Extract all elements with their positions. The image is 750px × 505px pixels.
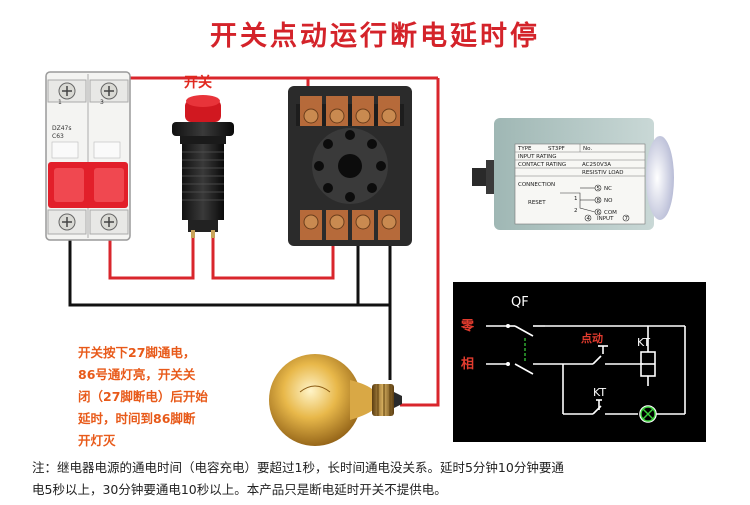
circuit-breaker: DZ47s C63 1 3 [45, 71, 131, 241]
timer-nc-label: NC [604, 186, 612, 192]
timer-input-rating-label: INPUT RATING [518, 154, 556, 160]
timer-contact-rating-value: AC250V3A [582, 162, 611, 168]
wire-red-switch [108, 232, 335, 280]
timer-load-value: RESISTIV LOAD [582, 170, 624, 176]
push-button-switch [172, 95, 234, 238]
timer-input-label: INPUT [597, 216, 614, 222]
timer-terminal-7: 7 [625, 216, 629, 222]
switch-label: 开关 [184, 75, 212, 91]
socket-screw-top-row [300, 96, 400, 126]
timer-terminal-6: 6 [597, 210, 601, 216]
phase-line-label: 相 [461, 356, 474, 372]
timer-reset-label: RESET [528, 200, 546, 206]
schematic-diagram: QF 零 相 点动 KT KT [453, 282, 706, 442]
zero-line-label: 零 [460, 319, 475, 334]
timer-terminal-2: 2 [574, 208, 578, 214]
timer-terminal-8: 8 [597, 198, 601, 204]
timer-no-contact-label: NO [604, 198, 613, 204]
description-line: 86号通灯亮，开关关 [78, 367, 196, 382]
kt-contact-label: KT [593, 386, 606, 399]
note-text: 注：继电器电源的通电时间（电容充电）要超过1秒，长时间通电没关系。延时5分钟10… [32, 457, 732, 501]
description-line: 开灯灭 [78, 433, 116, 448]
timer-terminal-5: 5 [597, 186, 601, 192]
timer-no-label: No. [583, 146, 592, 152]
timer-contact-rating-label: CONTACT RATING [518, 162, 566, 168]
note-line: 电5秒以上，30分钟要通电10秒以上。本产品只是断电延时开关不提供电。 [32, 482, 447, 497]
wire-black [68, 232, 392, 380]
qf-label: QF [511, 295, 529, 310]
description-line: 闭（27脚断电）后开始 [78, 389, 208, 404]
breaker-pole-3: 3 [100, 99, 104, 106]
wire-red-lamp [308, 76, 440, 407]
description-line: 开关按下27脚通电， [78, 345, 196, 360]
timer-com-label: COM [604, 210, 617, 216]
socket-screw-bottom-row [300, 210, 400, 240]
description-text: 开关按下27脚通电， 86号通灯亮，开关关 闭（27脚断电）后开始 延时，时间到… [78, 342, 253, 452]
timer-connection-label: CONNECTION [518, 182, 555, 188]
relay-socket [288, 86, 412, 246]
light-bulb [269, 354, 402, 446]
timer-relay: TYPE ST3PF No. INPUT RATING CONTACT RATI… [472, 118, 674, 230]
description-line: 延时，时间到86脚断 [78, 411, 196, 426]
timer-type-label: TYPE [517, 146, 532, 152]
timer-type-value: ST3PF [548, 146, 565, 152]
timer-terminal-1: 1 [574, 196, 578, 202]
jog-label: 点动 [581, 331, 603, 345]
breaker-model: DZ47s [52, 125, 72, 132]
timer-terminal-4: 4 [587, 216, 591, 222]
page-title: 开关点动运行断电延时停 [210, 21, 540, 52]
breaker-pole-1: 1 [58, 99, 62, 106]
kt-coil-label: KT [637, 336, 650, 349]
breaker-rating: C63 [52, 133, 64, 140]
note-line: 注：继电器电源的通电时间（电容充电）要超过1秒，长时间通电没关系。延时5分钟10… [32, 460, 564, 475]
